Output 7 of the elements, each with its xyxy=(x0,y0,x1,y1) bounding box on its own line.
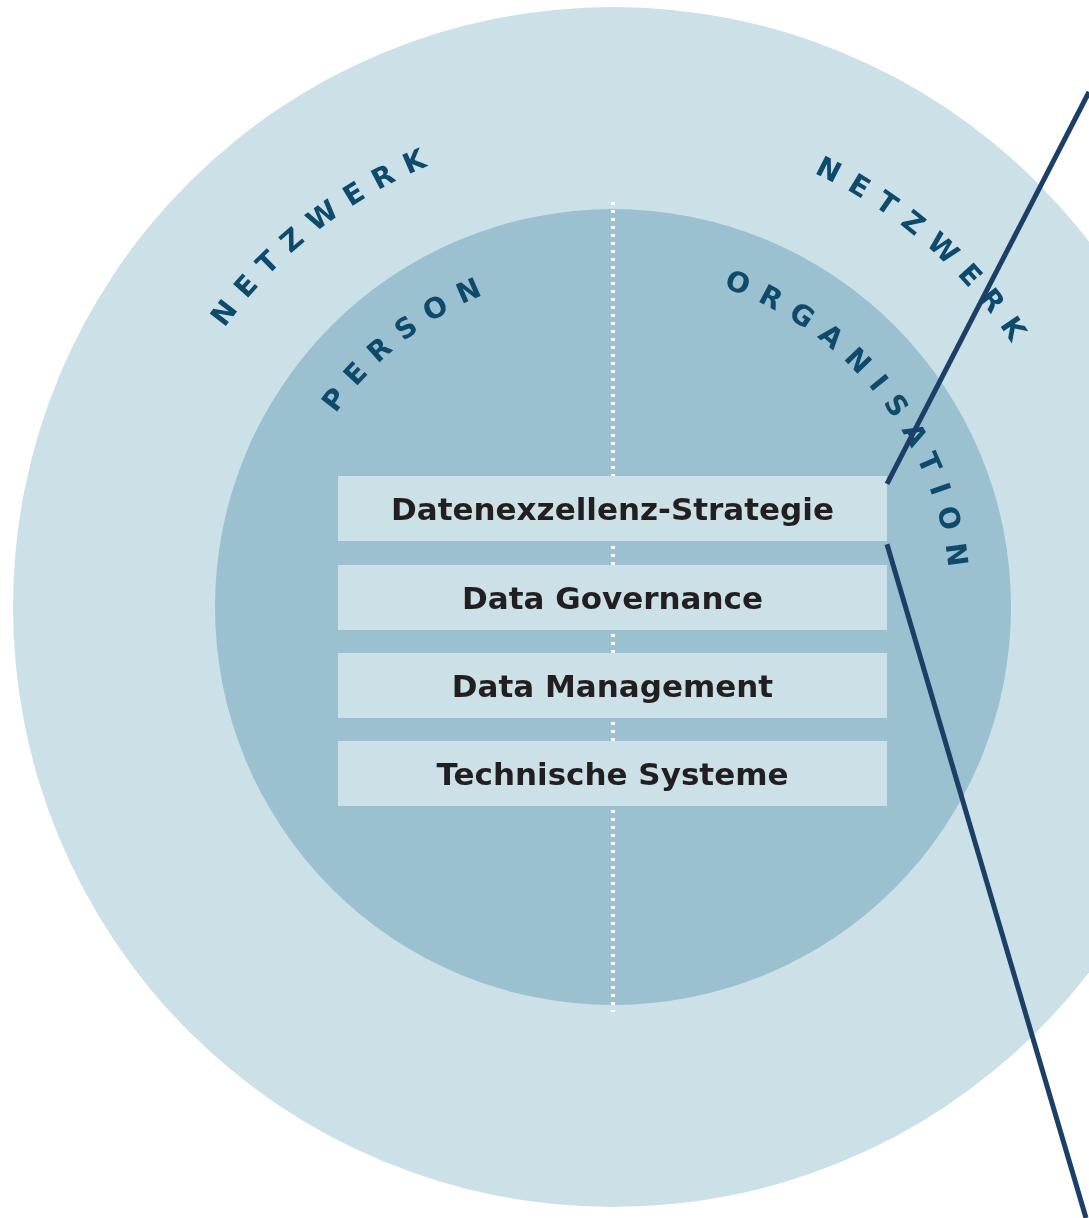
layer-label: Data Management xyxy=(451,667,774,704)
leader-line xyxy=(884,543,1089,1218)
layer-label: Technische Systeme xyxy=(436,755,789,792)
layer-bar xyxy=(338,653,887,718)
layer-label: Data Governance xyxy=(462,579,763,616)
layer-bar xyxy=(338,741,887,806)
layer-bar xyxy=(338,565,887,630)
